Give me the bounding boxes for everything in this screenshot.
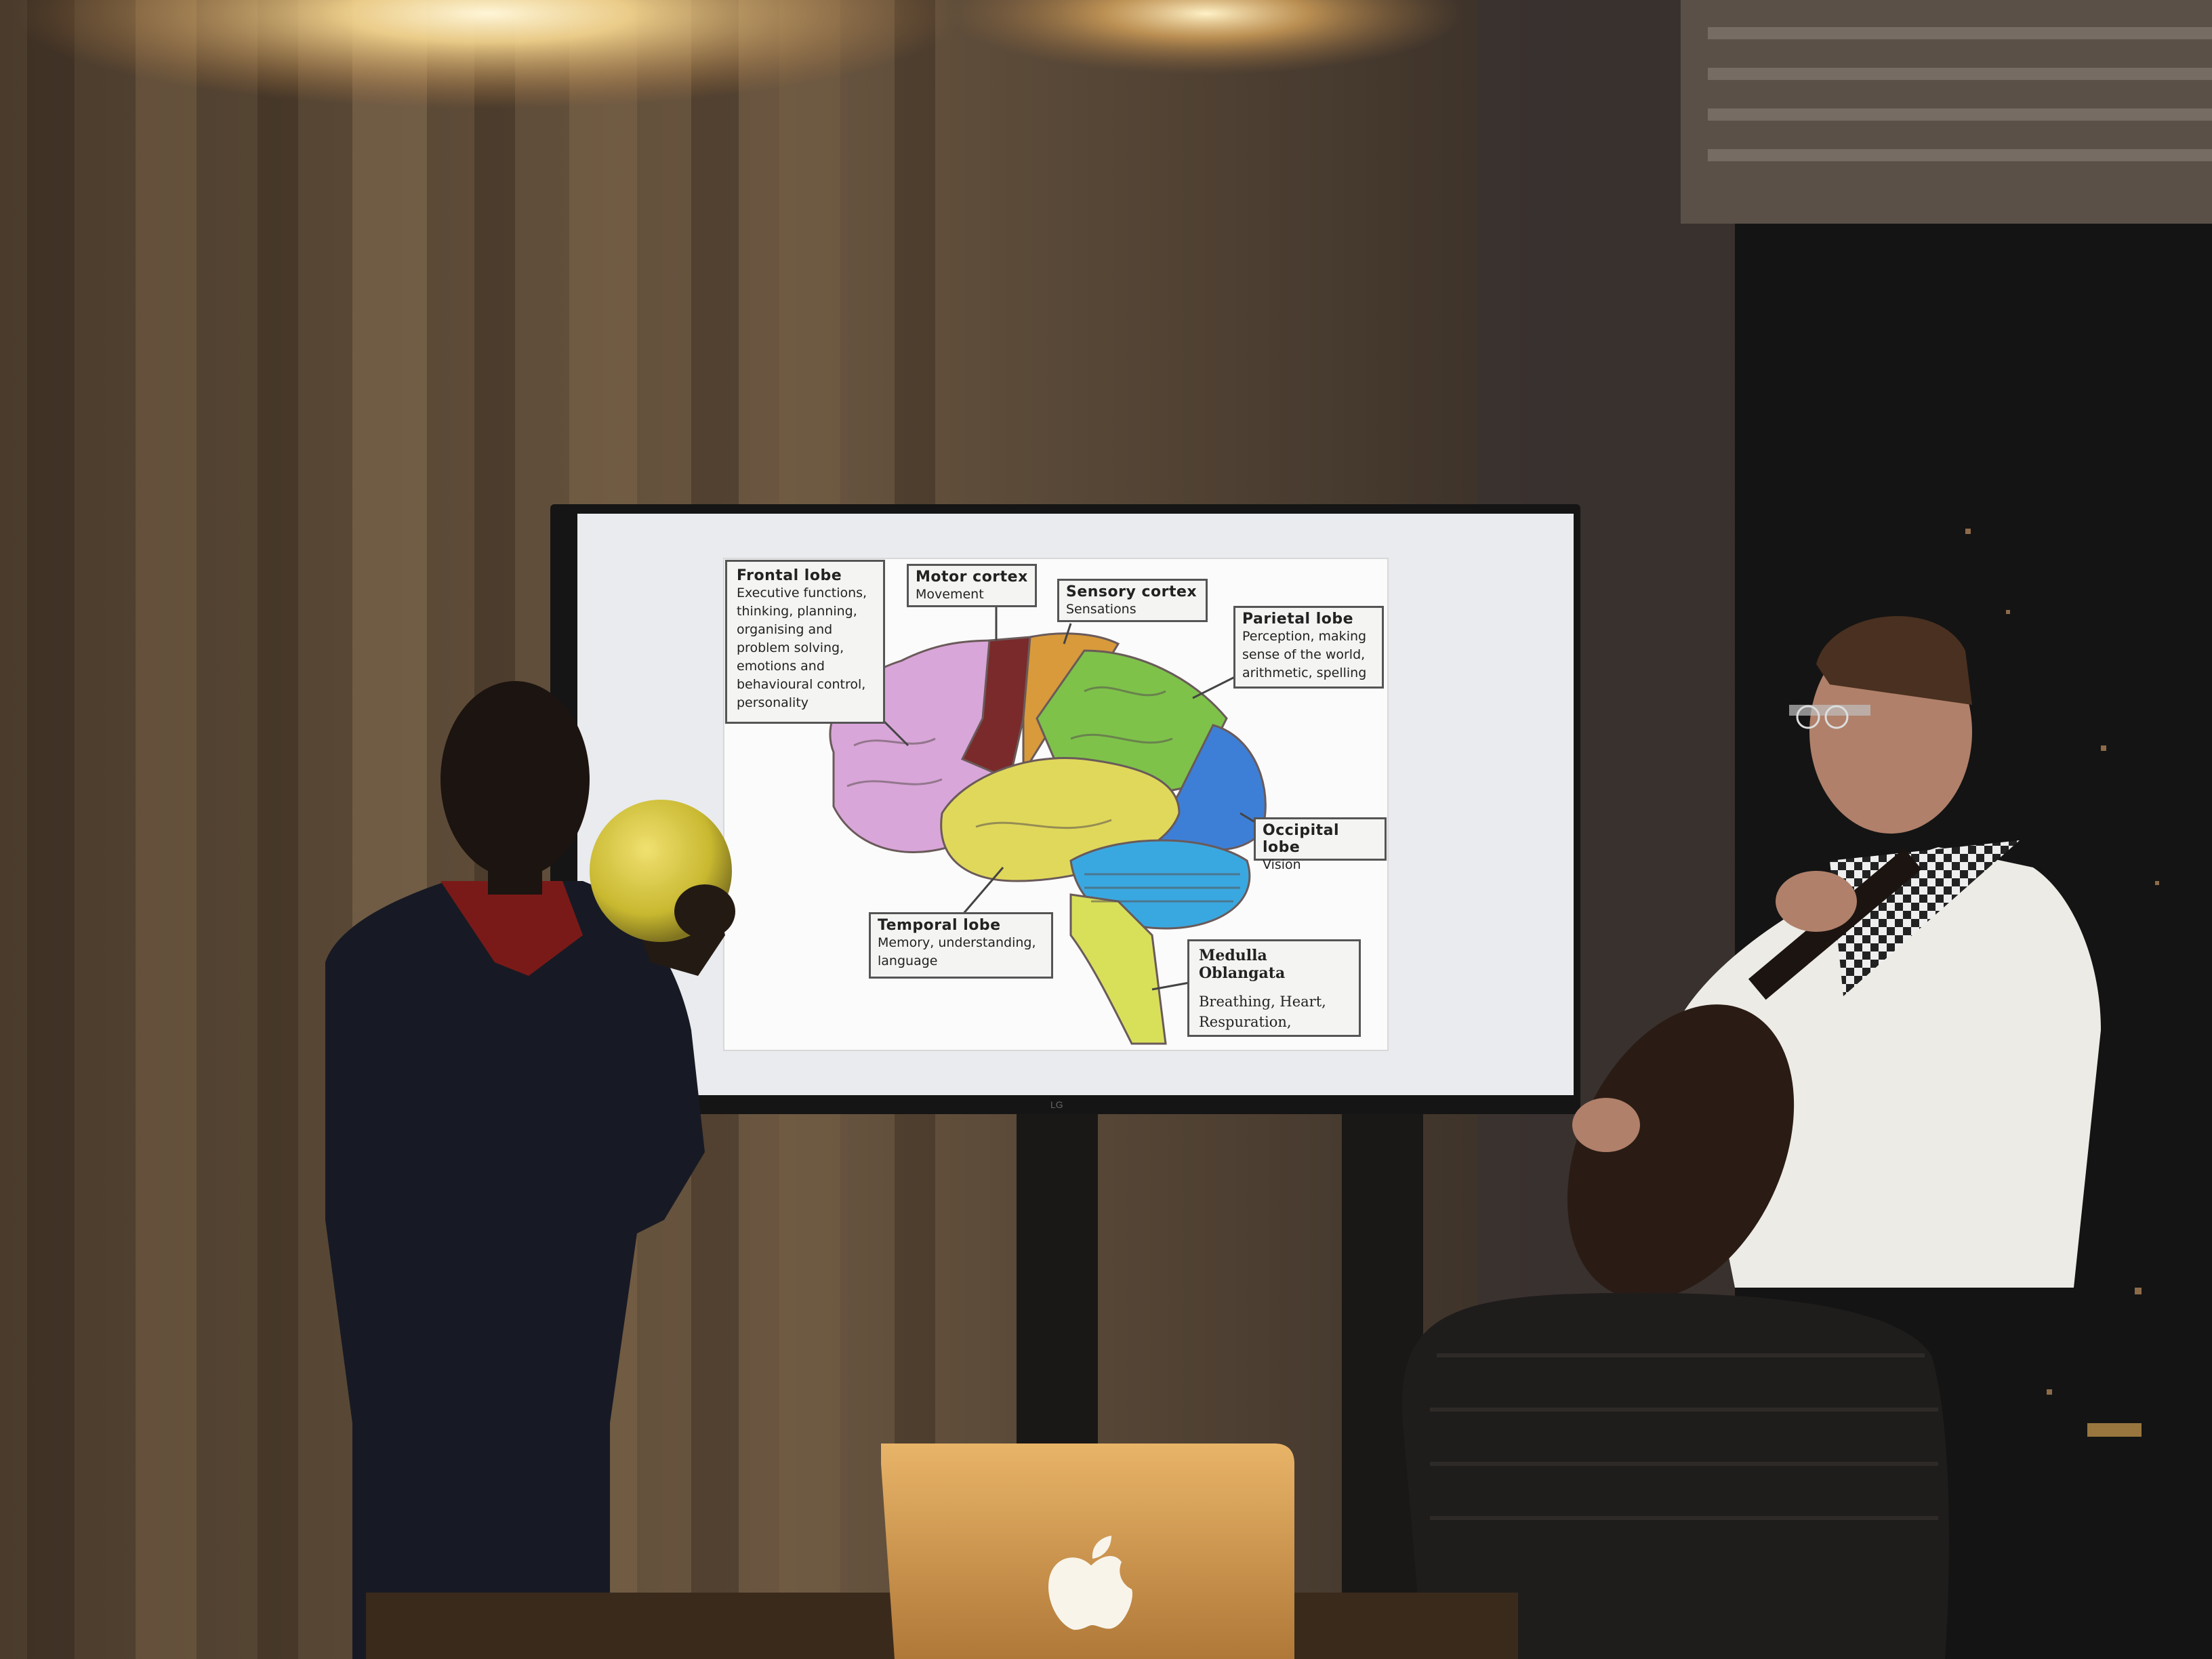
sensory-cortex-desc: Sensations: [1066, 602, 1136, 617]
office-chair: [1401, 1292, 1949, 1659]
frontal-lobe-desc-line: personality: [737, 695, 809, 710]
ceiling-panels: [1708, 27, 2212, 161]
medulla-oblangata-label: Medulla Oblangata Breathing, Heart, Resp…: [1187, 939, 1361, 1037]
medulla-oblangata-desc-line: Respuration,: [1199, 1014, 1292, 1030]
frontal-lobe-desc-line: thinking, planning,: [737, 604, 857, 619]
frontal-lobe-desc-line: behavioural control,: [737, 677, 866, 692]
frontal-lobe-desc-line: Executive functions,: [737, 586, 867, 600]
parietal-lobe-title: Parietal lobe: [1242, 611, 1354, 628]
occipital-lobe-label: Occipital lobe Vision: [1254, 817, 1387, 872]
temporal-lobe-label: Temporal lobe Memory, understanding, lan…: [869, 912, 1053, 979]
presenter-left: [325, 681, 725, 1659]
motor-cortex-label: Motor cortex Movement: [907, 564, 1037, 607]
temporal-lobe-title: Temporal lobe: [878, 917, 1001, 934]
parietal-lobe-desc-line: Perception, making: [1242, 629, 1367, 644]
temporal-lobe-desc-line: Memory, understanding,: [878, 935, 1036, 950]
ceiling-light-left: [14, 0, 962, 108]
brain-diagram: [829, 632, 1267, 1045]
tv-brand-text: LG: [1050, 1099, 1063, 1110]
frontal-lobe-desc-line: problem solving,: [737, 640, 844, 655]
parietal-lobe-desc-line: sense of the world,: [1242, 647, 1366, 662]
occipital-lobe-desc: Vision: [1263, 857, 1301, 872]
city-lights: [1965, 529, 2159, 1437]
frontal-lobe-title: Frontal lobe: [737, 567, 842, 584]
apple-logo-icon: [1048, 1536, 1132, 1630]
occipital-lobe-title: Occipital lobe: [1263, 822, 1340, 856]
medulla-brainstem-region: [1069, 893, 1167, 1045]
parietal-lobe-label: Parietal lobe Perception, making sense o…: [1233, 606, 1384, 689]
frontal-lobe-desc-line: organising and: [737, 622, 833, 637]
ceiling-light-right: [949, 0, 1464, 75]
frontal-lobe-desc-line: emotions and: [737, 659, 825, 674]
motor-cortex-desc: Movement: [916, 587, 984, 602]
motor-cortex-title: Motor cortex: [916, 569, 1028, 586]
medulla-oblangata-desc-line: Breathing, Heart,: [1199, 994, 1326, 1010]
parietal-lobe-desc-line: arithmetic, spelling: [1242, 665, 1367, 680]
frontal-lobe-label: Frontal lobe Executive functions, thinki…: [725, 560, 885, 724]
temporal-lobe-desc-line: language: [878, 954, 938, 968]
laptop: [881, 1443, 1294, 1659]
sensory-cortex-label: Sensory cortex Sensations: [1057, 579, 1208, 622]
sensory-cortex-title: Sensory cortex: [1066, 583, 1197, 600]
presenter-right: [1567, 616, 2101, 1300]
medulla-oblangata-title: Medulla Oblangata: [1199, 947, 1286, 982]
